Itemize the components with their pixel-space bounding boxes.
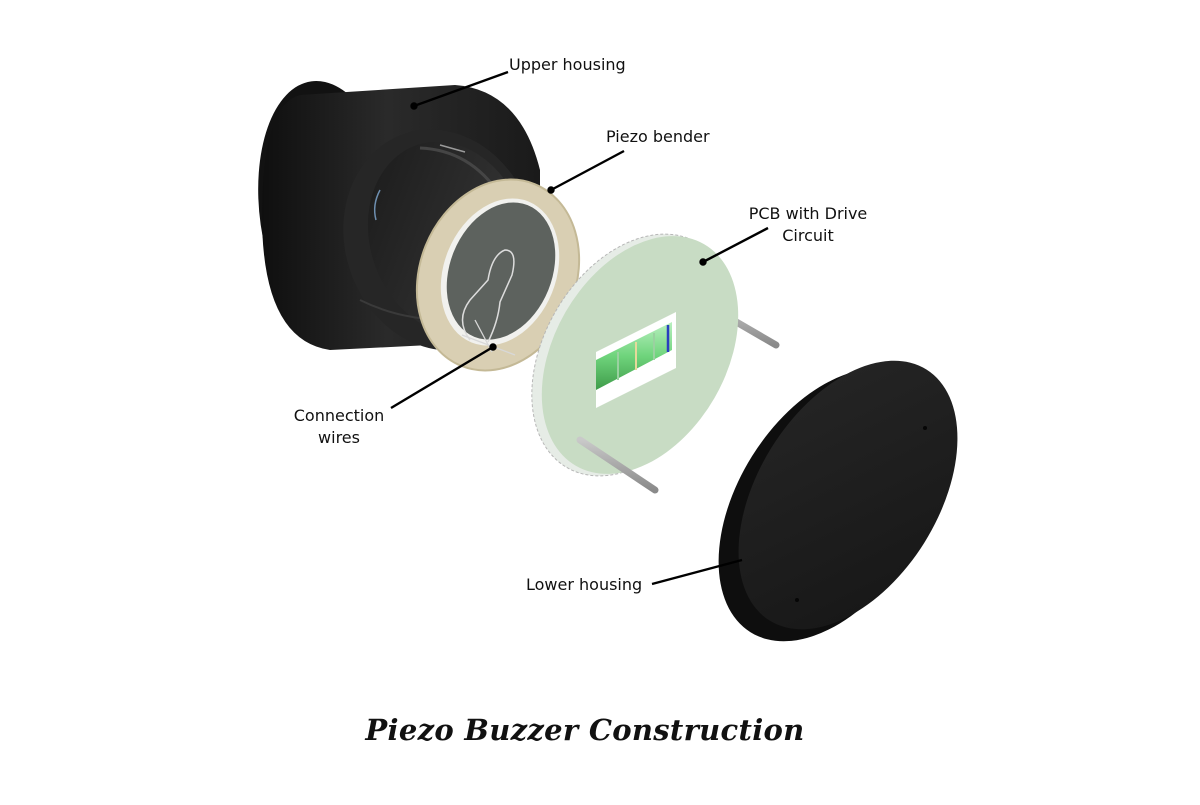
label-pcb-line2: Circuit — [782, 226, 834, 245]
connection-wires — [461, 319, 516, 356]
label-pcb-line1: PCB with Drive — [748, 204, 868, 223]
leader-lower-housing — [651, 558, 743, 586]
leader-piezo-bender — [550, 149, 625, 192]
pcb-with-drive-circuit — [531, 233, 780, 494]
label-connection-wires: Connection wires — [284, 405, 394, 449]
leader-connection-wires — [390, 345, 494, 410]
piezo-bender — [415, 178, 581, 372]
drive-component — [596, 322, 672, 390]
leader-upper-housing — [413, 70, 509, 108]
label-connection-wires-line1: Connection — [293, 406, 385, 425]
diagram-title: Piezo Buzzer Construction — [365, 713, 805, 747]
lower-housing — [718, 360, 958, 642]
label-pcb: PCB with Drive Circuit — [740, 203, 876, 247]
leader-pcb — [702, 226, 769, 264]
label-upper-housing: Upper housing — [509, 55, 626, 74]
label-connection-wires-line2: wires — [318, 428, 360, 447]
label-piezo-bender: Piezo bender — [606, 127, 710, 146]
label-lower-housing: Lower housing — [526, 575, 643, 594]
leader-lines — [390, 70, 769, 586]
